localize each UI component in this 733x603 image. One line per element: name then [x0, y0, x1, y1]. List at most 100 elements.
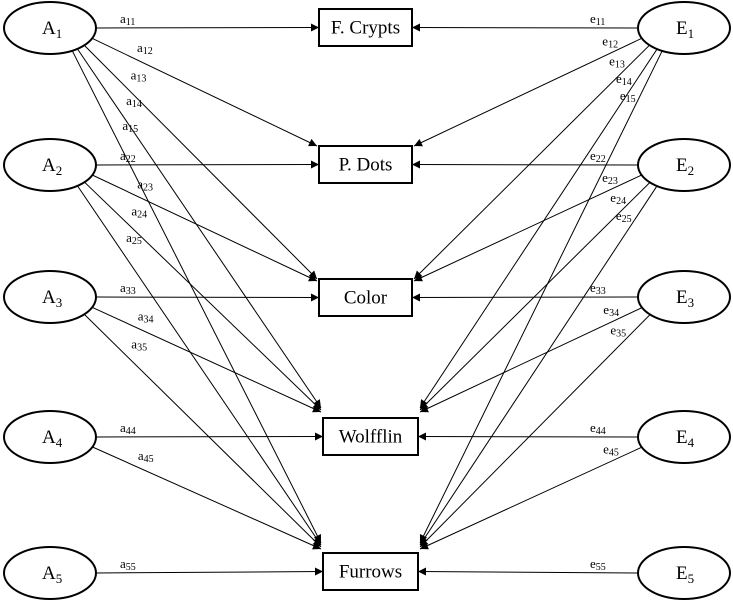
edge-label-a35: a35 [131, 337, 147, 354]
edge-label-a44: a44 [120, 420, 136, 437]
edge-label-a12: a12 [137, 40, 153, 57]
node-ellipse [637, 138, 731, 192]
edge-a1-b3 [79, 40, 318, 280]
node-ellipse [637, 410, 731, 464]
edge-e3-b4 [419, 305, 647, 413]
node-ellipse [637, 546, 731, 600]
edge-e1-b2 [413, 35, 647, 147]
node-ellipse [3, 270, 97, 324]
edge-e1-b4 [419, 43, 662, 409]
edge-e3-b3 [411, 293, 639, 302]
box-label: Wolfflin [339, 427, 403, 448]
box-f-crypts: F. Crypts [318, 8, 413, 47]
node-label: E2 [676, 155, 694, 178]
edge-a2-b3 [87, 172, 318, 282]
box-label: Furrows [339, 562, 402, 583]
edge-e4-b4 [417, 432, 639, 441]
edge-a2-b5 [73, 179, 322, 546]
edge-label-a23: a23 [137, 177, 153, 194]
box-rect [318, 8, 413, 47]
node-label: A4 [42, 427, 63, 450]
node-e5: E5 [637, 546, 731, 600]
node-a1: A1 [3, 1, 97, 55]
edge-label-a15: a15 [122, 118, 138, 135]
edge-label-e22: e22 [590, 148, 606, 165]
edge-label-a14: a14 [126, 93, 142, 110]
node-label: E4 [676, 427, 695, 450]
node-e3: E3 [637, 270, 731, 324]
node-e2: E2 [637, 138, 731, 192]
edge-label-e55: e55 [590, 556, 606, 573]
edge-e1-b3 [413, 40, 655, 280]
node-ellipse [3, 138, 97, 192]
edge-label-e13: e13 [609, 53, 625, 70]
edge-e1-b5 [419, 44, 666, 544]
edge-a1-b5 [68, 44, 322, 544]
edge-a2-b2 [95, 160, 320, 169]
node-label: A1 [42, 18, 62, 41]
edge-e2-b3 [413, 172, 647, 282]
edge-a4-b5 [87, 444, 322, 550]
edge-a5-b5 [95, 567, 324, 576]
box-p-dots: P. Dots [318, 145, 413, 184]
edge-label-a22: a22 [120, 148, 136, 165]
edge-e4-b5 [419, 444, 647, 550]
edge-label-a55: a55 [120, 556, 136, 573]
node-ellipse [3, 1, 97, 55]
edge-label-e34: e34 [603, 302, 619, 319]
node-a5: A5 [3, 546, 97, 600]
edge-a1-b2 [87, 35, 318, 147]
edge-label-a11: a11 [120, 11, 135, 28]
edge-a3-b5 [79, 309, 322, 548]
edge-e1-b1 [411, 23, 639, 32]
edge-label-e35: e35 [610, 323, 626, 340]
edge-label-a45: a45 [138, 448, 154, 465]
node-label: A3 [42, 287, 62, 310]
node-a3: A3 [3, 270, 97, 324]
node-a2: A2 [3, 138, 97, 192]
edge-labels-layer: a11a12a13a14a15a22a23a24a25a33a34a35a44a… [120, 11, 636, 573]
edge-e2-b5 [419, 179, 662, 546]
edges-layer [68, 23, 666, 576]
node-ellipse [3, 546, 97, 600]
edge-label-e23: e23 [602, 170, 618, 187]
edge-a1-b4 [73, 42, 322, 409]
edge-a2-b4 [79, 177, 322, 411]
node-label: E1 [676, 18, 694, 41]
node-e1: E1 [637, 1, 731, 55]
edge-label-e33: e33 [590, 280, 606, 297]
edge-label-a34: a34 [138, 309, 154, 326]
node-ellipse [637, 1, 731, 55]
node-label: A5 [42, 563, 62, 586]
box-label: P. Dots [339, 155, 393, 176]
edge-label-e45: e45 [603, 442, 619, 459]
box-rect [318, 278, 413, 317]
edge-label-a25: a25 [126, 230, 142, 247]
box-rect [318, 145, 413, 184]
edge-a1-b1 [95, 23, 320, 32]
edge-a3-b3 [95, 293, 320, 302]
edge-label-a24: a24 [131, 204, 147, 221]
box-furrows: Furrows [322, 552, 419, 591]
box-rect [322, 417, 419, 456]
node-label: E5 [676, 563, 694, 586]
node-label: E3 [676, 287, 694, 310]
node-a4: A4 [3, 410, 97, 464]
edge-e5-b5 [417, 567, 639, 576]
edge-e2-b2 [411, 160, 639, 169]
edge-label-e15: e15 [620, 88, 636, 105]
edge-e3-b5 [419, 309, 655, 548]
edge-a4-b4 [95, 432, 324, 441]
box-wolfflin: Wolfflin [322, 417, 419, 456]
box-color: Color [318, 278, 413, 317]
node-ellipse [3, 410, 97, 464]
box-rect [322, 552, 419, 591]
edge-label-e11: e11 [590, 11, 605, 28]
edge-e2-b4 [419, 177, 655, 411]
edge-label-e14: e14 [616, 71, 632, 88]
edge-label-e44: e44 [590, 420, 606, 437]
